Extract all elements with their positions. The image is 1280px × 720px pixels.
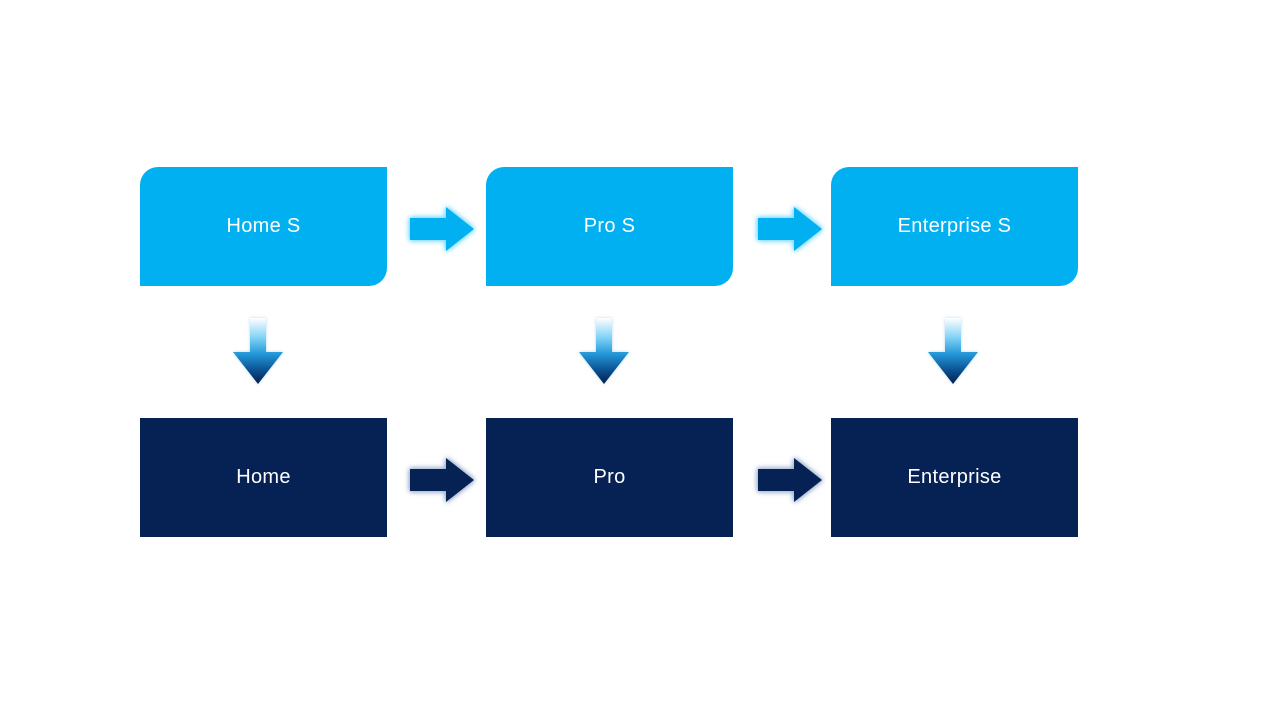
box-label: Home S: [226, 215, 301, 237]
box-enterprise: Enterprise: [831, 418, 1078, 537]
down-arrow-icon: [233, 318, 283, 384]
down-arrow-icon: [579, 318, 629, 384]
box-enterprise-s: Enterprise S: [831, 167, 1078, 286]
box-label: Home: [236, 466, 291, 488]
box-pro: Pro: [486, 418, 733, 537]
box-label: Enterprise S: [897, 215, 1012, 237]
box-home-s: Home S: [140, 167, 387, 286]
box-label: Pro S: [583, 215, 636, 237]
right-arrow-icon: [410, 207, 474, 251]
right-arrow-icon: [758, 207, 822, 251]
box-label: Enterprise: [907, 466, 1002, 488]
right-arrow-icon: [410, 458, 474, 502]
box-label: Pro: [593, 466, 626, 488]
down-arrow-icon: [928, 318, 978, 384]
right-arrow-icon: [758, 458, 822, 502]
box-home: Home: [140, 418, 387, 537]
box-pro-s: Pro S: [486, 167, 733, 286]
